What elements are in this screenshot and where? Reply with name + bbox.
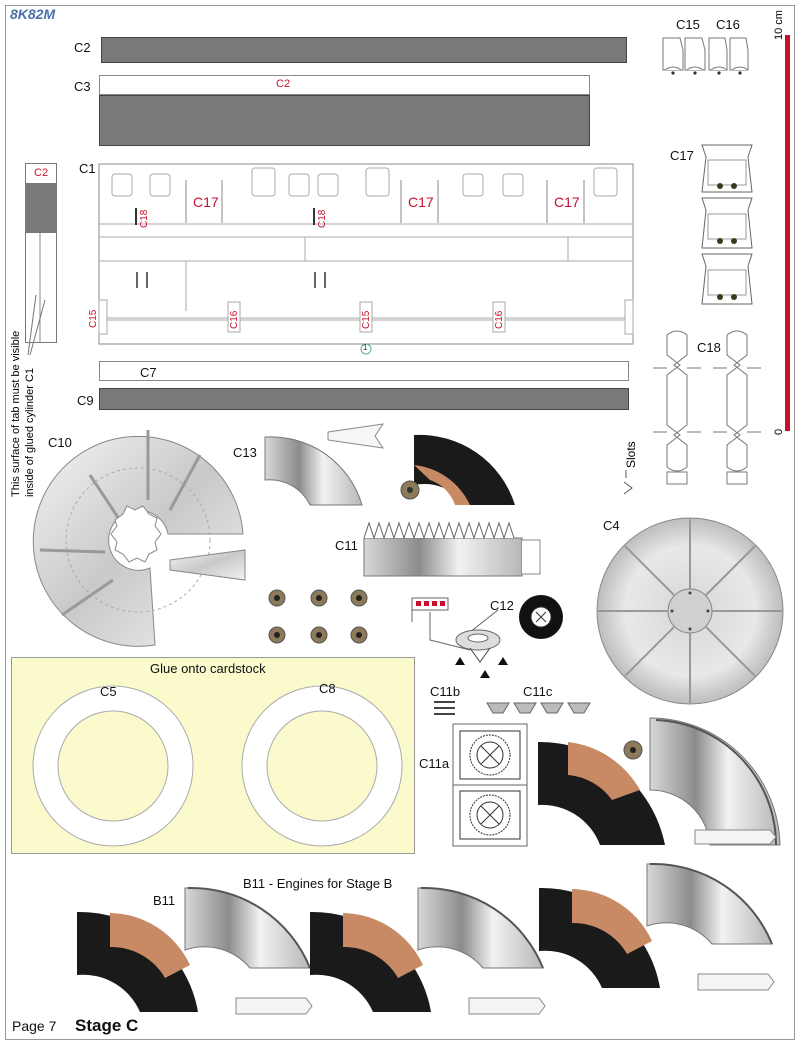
part-c3-panel [99,95,590,146]
page-number: Page 7 [12,1018,57,1034]
engines-caption: B11 - Engines for Stage B [243,876,393,891]
part-c3-flap-label: C2 [276,78,291,90]
part-c3-glue-flap [99,75,590,95]
part-c9-strip [99,388,629,410]
tab-c2-label: C2 [34,167,49,179]
part-c9-label: C9 [77,393,94,408]
part-c18-label: C18 [697,340,721,355]
c1-number: 1 [363,343,368,352]
tab-c2-gray [25,183,57,233]
part-c3-label: C3 [74,79,91,94]
part-c13-label: C13 [233,445,257,460]
part-b11-label: B11 [153,893,176,908]
scale-bar [785,35,790,431]
part-c11b-label: C11b [430,684,461,699]
part-c11a-label: C11a [419,756,450,771]
part-c7-strip [99,361,629,381]
part-c2-strip [101,37,627,63]
part-c8-label: C8 [319,681,336,696]
part-c5-label: C5 [100,684,117,699]
part-c7-label: C7 [140,365,157,380]
c1-mark-c17-b: C17 [408,194,434,210]
part-c4-label: C4 [603,518,620,533]
c1-mark-c17-c: C17 [554,194,580,210]
glue-panel-title: Glue onto cardstock [150,661,266,676]
sheet-border [5,5,795,1040]
model-code: 8K82M [10,6,56,22]
part-c12-label: C12 [490,598,514,613]
part-c16-label: C16 [716,17,740,32]
part-c10-label: C10 [48,435,72,450]
part-c1-label: C1 [79,161,96,176]
part-c11-label: C11 [335,538,358,553]
part-c15-label: C15 [676,17,700,32]
stage-title: Stage C [75,1016,139,1035]
c1-mark-c17-a: C17 [193,194,219,210]
part-c2-label: C2 [74,40,91,55]
part-c11c-label: C11c [523,684,553,699]
part-c17-label: C17 [670,148,694,163]
